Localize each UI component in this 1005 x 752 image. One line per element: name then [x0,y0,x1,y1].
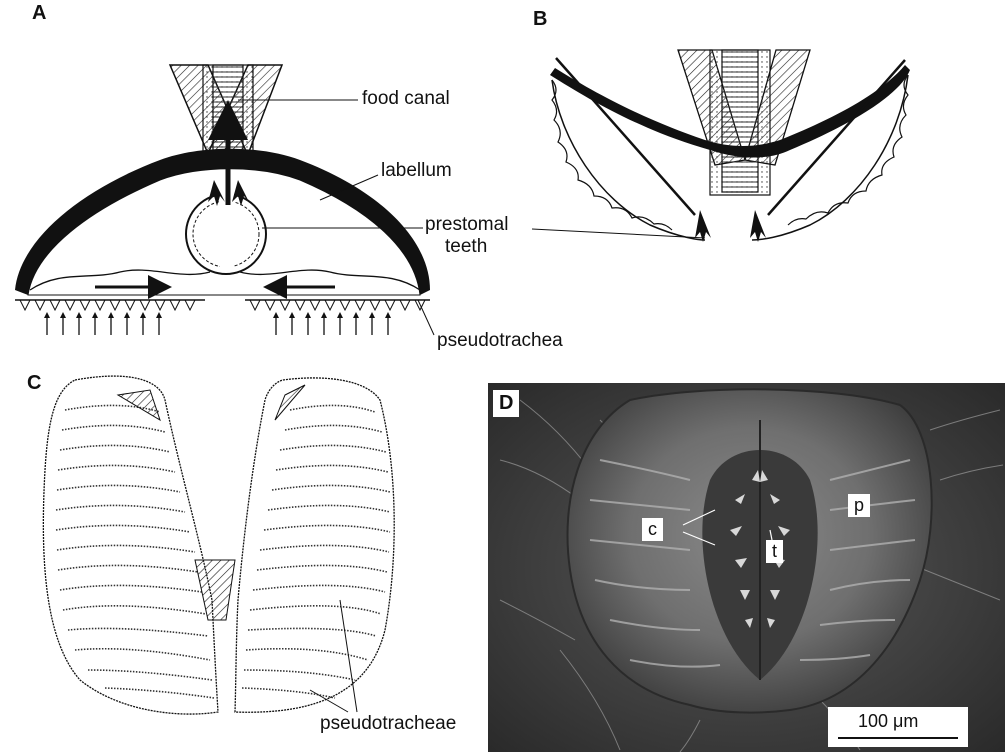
panel-d-sem-image [488,383,1005,752]
sem-label-c: c [642,518,663,541]
label-pseudotrachea: pseudotrachea [437,330,563,352]
sem-label-p: p [848,494,870,517]
panel-letter-d: D [493,390,519,417]
label-prestomal-line2: teeth [445,236,487,258]
label-labellum: labellum [381,160,452,182]
label-pseudotracheae: pseudotracheae [320,713,456,735]
panel-b-drawing [532,50,910,242]
sem-label-t: t [766,540,783,563]
label-food-canal: food canal [362,88,450,110]
panel-c-drawing [43,376,394,714]
scale-bar-label: 100 μm [858,711,918,732]
label-prestomal-line1: prestomal [425,214,508,236]
